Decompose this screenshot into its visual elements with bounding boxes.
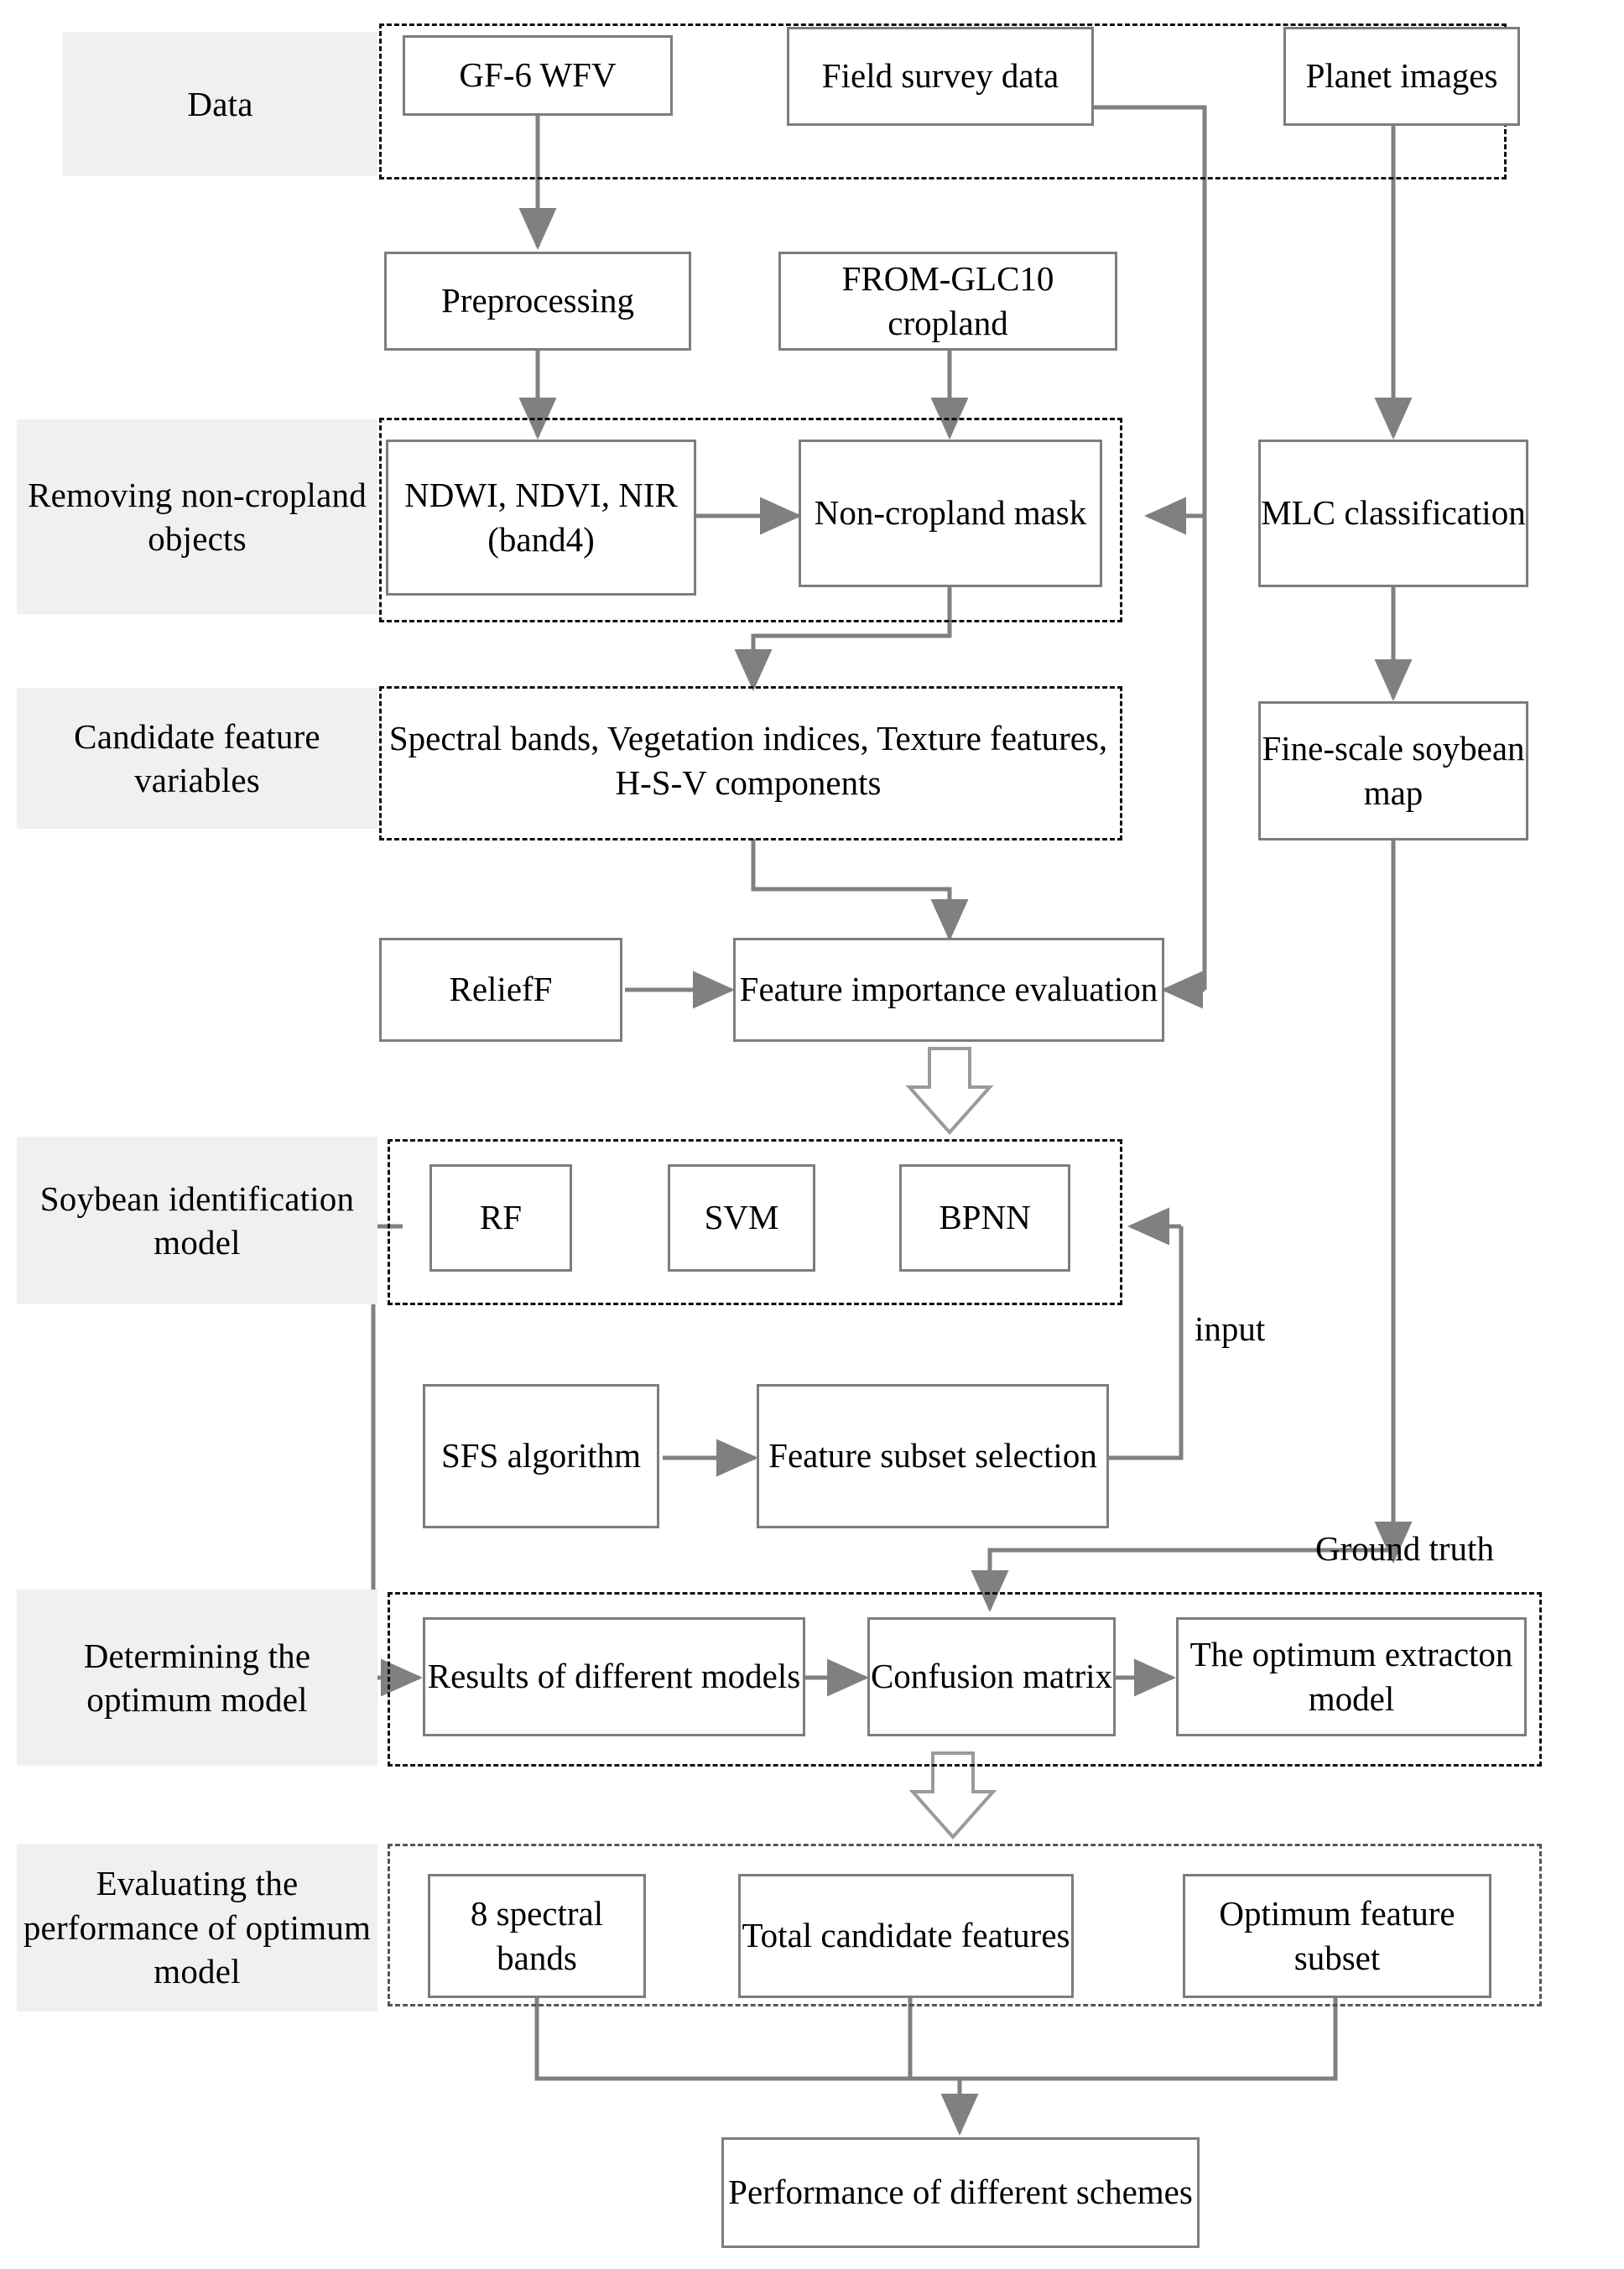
node-relieff[interactable]: ReliefF	[379, 938, 622, 1042]
stage-label-text: Soybean identification model	[39, 1179, 355, 1262]
node-candidate-feature-variables[interactable]: Spectral bands, Vegetation indices, Text…	[388, 695, 1109, 827]
node-label: MLC classification	[1261, 493, 1526, 533]
edge-label-text: Ground truth	[1315, 1529, 1494, 1568]
node-label: BPNN	[939, 1198, 1031, 1237]
group-candidate-features	[379, 686, 1122, 840]
stage-label-candidate-features: Candidate feature variables	[17, 688, 377, 829]
node-sfs-algorithm[interactable]: SFS algorithm	[423, 1384, 659, 1528]
group-removing-noncropland	[379, 418, 1122, 622]
node-label: Spectral bands, Vegetation indices, Text…	[388, 718, 1108, 802]
node-gf6-wfv[interactable]: GF-6 WFV	[403, 35, 673, 116]
edge-label-ground-truth: Ground truth	[1315, 1528, 1494, 1569]
stage-label-text: Determining the optimum model	[83, 1636, 311, 1719]
node-preprocessing[interactable]: Preprocessing	[384, 252, 691, 351]
node-label: Preprocessing	[440, 281, 634, 320]
stage-label-text: Removing non-cropland objects	[28, 475, 367, 558]
group-evaluating-performance	[388, 1844, 1542, 2006]
node-confusion-matrix[interactable]: Confusion matrix	[867, 1617, 1116, 1736]
node-feature-importance-evaluation[interactable]: Feature importance evaluation	[733, 938, 1164, 1042]
node-label: ReliefF	[449, 970, 553, 1009]
node-label: Fine-scale soybean map	[1262, 728, 1525, 812]
edge-label-text: input	[1195, 1309, 1266, 1348]
node-label: Confusion matrix	[870, 1657, 1113, 1696]
node-fine-scale-soybean-map[interactable]: Fine-scale soybean map	[1258, 701, 1528, 840]
stage-label-text: Candidate feature variables	[74, 716, 320, 799]
node-the-optimum-extracton-model[interactable]: The optimum extracton model	[1176, 1617, 1527, 1736]
node-label: The optimum extracton model	[1189, 1634, 1513, 1718]
stage-label-data: Data	[63, 32, 377, 176]
node-mlc-classification[interactable]: MLC classification	[1258, 440, 1528, 587]
stage-label-soybean-model: Soybean identification model	[17, 1137, 377, 1304]
node-label: NDWI, NDVI, NIR (band4)	[404, 475, 678, 559]
stage-label-evaluating-performance: Evaluating the performance of optimum mo…	[17, 1844, 377, 2011]
block-arrow-to-models	[905, 1047, 994, 1136]
node-label: FROM-GLC10 cropland	[841, 258, 1054, 342]
stage-label-text: Data	[187, 84, 253, 123]
node-8-spectral-bands[interactable]: 8 spectral bands	[428, 1874, 646, 1998]
node-planet-images[interactable]: Planet images	[1283, 27, 1520, 126]
node-label: GF-6 WFV	[459, 55, 617, 95]
node-total-candidate-features[interactable]: Total candidate features	[738, 1874, 1074, 1998]
group-determining-optimum	[388, 1592, 1542, 1767]
node-feature-subset-selection[interactable]: Feature subset selection	[757, 1384, 1109, 1528]
node-label: Feature subset selection	[768, 1436, 1097, 1475]
node-label: Planet images	[1305, 56, 1498, 96]
group-soybean-models	[388, 1139, 1122, 1305]
node-label: Total candidate features	[742, 1916, 1070, 1955]
node-label: Results of different models	[427, 1657, 801, 1696]
node-label: SVM	[704, 1198, 779, 1237]
node-bpnn[interactable]: BPNN	[899, 1164, 1070, 1272]
node-non-cropland-mask[interactable]: Non-cropland mask	[799, 440, 1102, 587]
stage-label-determining-optimum: Determining the optimum model	[17, 1590, 377, 1766]
node-from-glc10-cropland[interactable]: FROM-GLC10 cropland	[778, 252, 1117, 351]
node-ndwi-ndvi-nir[interactable]: NDWI, NDVI, NIR (band4)	[386, 440, 696, 596]
node-label: Feature importance evaluation	[739, 970, 1158, 1009]
stage-label-removing-noncropland: Removing non-cropland objects	[17, 419, 377, 614]
stage-label-text: Evaluating the performance of optimum mo…	[23, 1864, 372, 1991]
node-label: Non-cropland mask	[814, 493, 1087, 533]
node-results-of-different-models[interactable]: Results of different models	[423, 1617, 805, 1736]
node-label: Optimum feature subset	[1219, 1893, 1455, 1977]
node-performance-of-different-schemes[interactable]: Performance of different schemes	[721, 2137, 1200, 2248]
node-label: RF	[479, 1198, 523, 1237]
node-label: SFS algorithm	[440, 1436, 642, 1475]
node-rf[interactable]: RF	[429, 1164, 572, 1272]
node-svm[interactable]: SVM	[668, 1164, 815, 1272]
node-label: Field survey data	[821, 56, 1059, 96]
edge-label-input: input	[1195, 1309, 1265, 1349]
node-optimum-feature-subset[interactable]: Optimum feature subset	[1183, 1874, 1491, 1998]
node-field-survey-data[interactable]: Field survey data	[787, 27, 1094, 126]
node-label: Performance of different schemes	[728, 2173, 1193, 2212]
node-label: 8 spectral bands	[470, 1893, 604, 1977]
